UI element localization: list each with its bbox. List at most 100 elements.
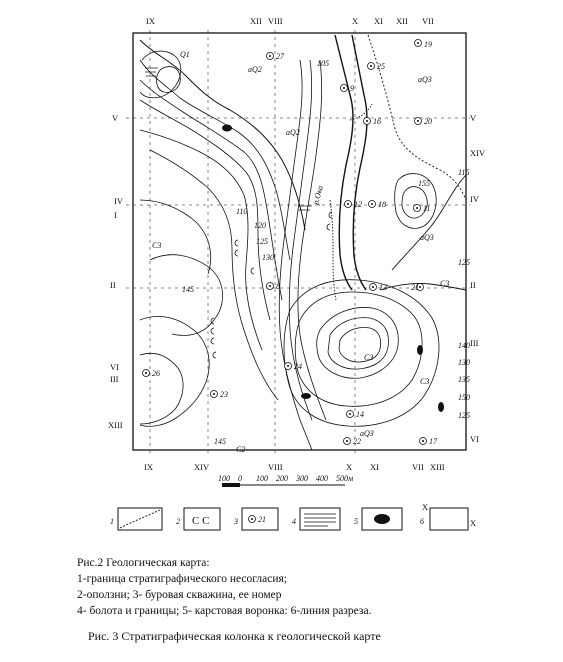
- svg-text:6: 6: [420, 517, 424, 526]
- section-mark: III: [470, 338, 479, 348]
- section-mark: XI: [370, 462, 379, 472]
- section-mark: VI: [110, 362, 119, 372]
- well-label: 17: [429, 437, 438, 446]
- unit-label: aQ3: [360, 429, 374, 438]
- contour-value: 125: [458, 411, 470, 420]
- section-mark: IV: [114, 196, 124, 206]
- svg-text:2: 2: [176, 517, 180, 526]
- figure-caption: Рис.2 Геологическая карта: 1-граница стр…: [77, 555, 371, 619]
- section-mark: V: [470, 113, 477, 123]
- svg-text:5: 5: [354, 517, 358, 526]
- section-mark: VIII: [268, 16, 283, 26]
- contour-value: 125: [458, 258, 470, 267]
- river-oka: [334, 34, 354, 291]
- scale-bar: 100 0 100 200 300 400 500м: [218, 474, 353, 487]
- well-label: 11: [423, 204, 430, 213]
- legend-item-1: 1: [110, 507, 163, 531]
- caption-line: 4- болота и границы; 5- карстовая воронк…: [77, 605, 372, 617]
- well-label: 23: [220, 390, 228, 399]
- unit-label: C2: [236, 445, 245, 454]
- well-label: 8: [276, 282, 280, 291]
- contour-value: 150: [458, 393, 470, 402]
- geological-map: 27 25 19 9 16 20 12 18 13 21 8 24 23 26 …: [108, 16, 486, 487]
- well-label: 9: [350, 84, 354, 93]
- scale-tick: 200: [276, 474, 288, 483]
- unit-label: C3: [420, 377, 429, 386]
- scale-tick: 300: [295, 474, 308, 483]
- karst-sinkhole: [301, 393, 311, 399]
- section-mark: VII: [422, 16, 434, 26]
- unit-label: Q1: [180, 50, 190, 59]
- well-label: 24: [294, 362, 302, 371]
- legend-item-6: 6 X X: [420, 502, 476, 531]
- section-mark: XIV: [194, 462, 210, 472]
- closed-depression: [316, 307, 399, 379]
- section-mark: XII: [396, 16, 408, 26]
- slope-area: [139, 316, 210, 427]
- well-label: 25: [377, 62, 385, 71]
- unit-label: aQ2: [286, 128, 300, 137]
- contour-value: 120: [254, 221, 266, 230]
- unit-label: C3: [364, 353, 373, 362]
- karst-sinkhole: [222, 124, 232, 132]
- section-mark: XIII: [108, 420, 123, 430]
- well-label: 14: [356, 410, 364, 419]
- svg-text:3: 3: [233, 517, 238, 526]
- karst-sinkhole: [417, 345, 423, 355]
- scale-tick: 0: [238, 474, 242, 483]
- legend-item-2: 2 C C: [176, 507, 221, 531]
- scale-tick: 100: [218, 474, 230, 483]
- contour-value: 125: [256, 237, 268, 246]
- unit-label: C3: [152, 241, 161, 250]
- well-label: 13: [379, 283, 387, 292]
- svg-text:21: 21: [258, 515, 266, 524]
- contour-value: 130: [262, 253, 274, 262]
- well-label: 18: [378, 200, 386, 209]
- well-label: 12: [354, 200, 362, 209]
- contour-value: 140: [458, 341, 470, 350]
- well-label: 19: [424, 40, 432, 49]
- caption-title: Рис.2 Геологическая карта:: [77, 557, 210, 569]
- figure3-caption: Рис. 3 Стратиграфическая колонка к геоло…: [88, 629, 381, 643]
- section-mark: VI: [470, 434, 479, 444]
- svg-text:1: 1: [110, 517, 114, 526]
- karst-sinkhole: [438, 402, 444, 412]
- contour-value: 155: [418, 179, 430, 188]
- section-mark: VIII: [268, 462, 283, 472]
- section-mark: I: [114, 210, 117, 220]
- legend-item-3: 3 21: [233, 507, 279, 531]
- section-mark: V: [112, 113, 119, 123]
- section-mark: VII: [412, 462, 424, 472]
- well-label: 20: [424, 117, 432, 126]
- river-label: р.Ока: [311, 185, 325, 207]
- svg-text:4: 4: [292, 517, 296, 526]
- well-label: 22: [353, 437, 361, 446]
- well-label: 27: [276, 52, 285, 61]
- section-mark: IV: [470, 194, 480, 204]
- section-mark: IX: [144, 462, 153, 472]
- terrace-boundary: [139, 39, 306, 231]
- swamp-hatching: [145, 67, 312, 211]
- unit-label: C3: [440, 279, 449, 288]
- wells: [142, 39, 427, 445]
- contour-value: 130: [458, 358, 470, 367]
- contour-value: 110: [236, 207, 247, 216]
- svg-text:X: X: [470, 518, 476, 528]
- svg-text:C C: C C: [192, 515, 209, 527]
- scale-tick: 500м: [336, 474, 353, 483]
- legend-item-4: 4: [292, 507, 341, 531]
- contour-value: 145: [182, 285, 194, 294]
- unit-label: aQ2: [248, 65, 262, 74]
- section-mark: XIV: [470, 148, 486, 158]
- well-label: 16: [373, 117, 381, 126]
- section-mark: III: [110, 374, 119, 384]
- section-mark: X: [352, 16, 358, 26]
- section-mark: X: [346, 462, 352, 472]
- section-mark: II: [470, 280, 476, 290]
- section-mark: XII: [250, 16, 262, 26]
- section-mark: XI: [374, 16, 383, 26]
- unit-label: aQ3: [418, 75, 432, 84]
- contour-value: 115: [458, 168, 469, 177]
- contour-value: 145: [214, 437, 226, 446]
- map-legend: 1 2 C C 3 21 4 5 6 X X: [96, 500, 496, 540]
